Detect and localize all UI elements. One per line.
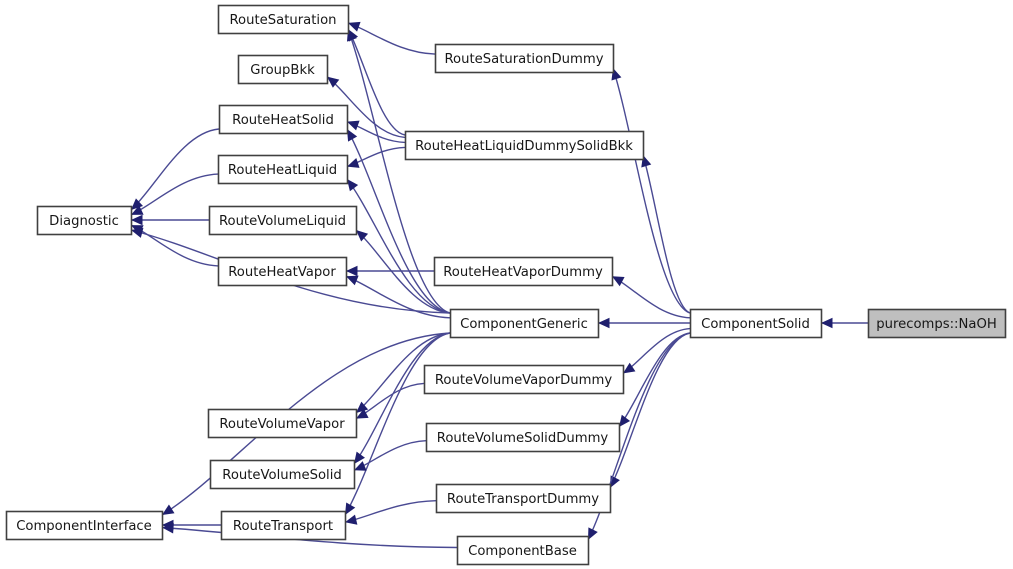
node-label: RouteHeatLiquid xyxy=(228,163,337,178)
node-box-rect xyxy=(449,308,600,339)
node-label: RouteHeatVapor xyxy=(228,265,336,280)
edge-ComponentSolid-to-RouteHeatVaporDummy xyxy=(611,275,691,319)
node-routevolumeliquid[interactable]: RouteVolumeLiquid xyxy=(208,205,358,236)
edge-ComponentSolid-to-RouteHeatLiquidDummySolidBkk xyxy=(641,154,691,314)
node-box-rect xyxy=(867,308,1007,339)
edge-RouteVolumeVaporDummy-to-RouteVolumeVapor xyxy=(355,382,425,420)
edge-layer xyxy=(130,21,868,549)
node-routevolumevapor[interactable]: RouteVolumeVapor xyxy=(207,408,358,439)
edge-RouteHeatLiquidDummySolidBkk-to-GroupBkk xyxy=(326,76,406,139)
edge-ComponentGeneric-to-ComponentInterface xyxy=(161,332,451,516)
node-label: RouteHeatLiquidDummySolidBkk xyxy=(415,139,633,154)
node-routesaturation[interactable]: RouteSaturation xyxy=(217,4,350,35)
node-routeheatliquid[interactable]: RouteHeatLiquid xyxy=(217,154,349,185)
node-box-rect xyxy=(218,104,349,135)
edge-ComponentGeneric-to-RouteSaturation xyxy=(346,28,451,314)
node-label: ComponentInterface xyxy=(16,519,152,534)
node-label: RouteTransport xyxy=(233,519,333,534)
node-box-rect xyxy=(689,308,823,339)
node-box-rect xyxy=(404,130,645,161)
node-label: ComponentBase xyxy=(468,544,577,559)
node-routeheatvapordummy[interactable]: RouteHeatVaporDummy xyxy=(433,256,614,287)
edge-ComponentSolid-to-RouteSaturationDummy xyxy=(611,67,691,314)
edge-ComponentSolid-to-RouteVolumeVaporDummy xyxy=(622,327,691,374)
edge-ComponentGeneric-to-RouteVolumeVapor xyxy=(355,332,451,414)
node-label: RouteVolumeVapor xyxy=(219,417,345,432)
node-componentgeneric[interactable]: ComponentGeneric xyxy=(449,308,600,339)
edge-RouteHeatSolid-to-Diagnostic xyxy=(130,128,220,211)
node-label: RouteVolumeVaporDummy xyxy=(435,373,612,388)
node-label: RouteVolumeLiquid xyxy=(219,214,346,229)
node-routeheatsolid[interactable]: RouteHeatSolid xyxy=(218,104,349,135)
node-label: RouteSaturation xyxy=(229,13,336,28)
edge-ComponentSolid-to-ComponentGeneric xyxy=(598,317,690,329)
node-layer: RouteSaturationRouteSaturationDummyGroup… xyxy=(5,4,1007,566)
edge-ComponentGeneric-to-RouteHeatLiquid xyxy=(346,178,451,314)
node-purecomps-naoh[interactable]: purecomps::NaOH xyxy=(867,308,1007,339)
node-box-rect xyxy=(217,256,348,287)
node-routeheatliquiddummysolidbkk[interactable]: RouteHeatLiquidDummySolidBkk xyxy=(404,130,645,161)
node-componentinterface[interactable]: ComponentInterface xyxy=(5,510,164,541)
node-routetransportdummy[interactable]: RouteTransportDummy xyxy=(435,483,612,514)
node-label: ComponentGeneric xyxy=(460,317,588,332)
node-box-rect xyxy=(434,43,615,74)
edge-ComponentGeneric-to-RouteTransport xyxy=(344,332,451,516)
node-groupbkk[interactable]: GroupBkk xyxy=(237,54,329,85)
node-routeheatvapor[interactable]: RouteHeatVapor xyxy=(217,256,348,287)
node-routevolumesoliddummy[interactable]: RouteVolumeSolidDummy xyxy=(425,422,621,453)
node-box-rect xyxy=(217,4,350,35)
node-label: GroupBkk xyxy=(250,63,315,78)
node-label: ComponentSolid xyxy=(701,317,810,332)
node-label: RouteSaturationDummy xyxy=(444,52,603,67)
edge-RouteHeatLiquid-to-Diagnostic xyxy=(130,173,219,216)
node-box-rect xyxy=(220,510,347,541)
edge-purecomps::NaOH-to-ComponentSolid xyxy=(821,317,868,329)
edge-RouteSaturationDummy-to-RouteSaturation xyxy=(347,21,436,55)
edge-RouteHeatLiquidDummySolidBkk-to-RouteHeatLiquid xyxy=(346,146,406,168)
edge-ComponentSolid-to-RouteVolumeSolidDummy xyxy=(618,332,691,428)
node-box-rect xyxy=(433,256,614,287)
node-box-rect xyxy=(217,154,349,185)
node-label: RouteVolumeSolidDummy xyxy=(437,431,609,446)
edge-RouteHeatLiquidDummySolidBkk-to-RouteHeatSolid xyxy=(346,120,406,144)
edge-RouteTransportDummy-to-RouteTransport xyxy=(344,500,437,525)
node-label: Diagnostic xyxy=(49,214,119,229)
node-routetransport[interactable]: RouteTransport xyxy=(220,510,347,541)
node-routevolumevapordummy[interactable]: RouteVolumeVaporDummy xyxy=(423,364,625,395)
node-box-rect xyxy=(208,205,358,236)
node-routesaturationdummy[interactable]: RouteSaturationDummy xyxy=(434,43,615,74)
node-box-rect xyxy=(209,459,356,490)
node-label: purecomps::NaOH xyxy=(876,317,997,332)
edge-ComponentGeneric-to-RouteHeatVapor xyxy=(345,275,451,319)
edge-ComponentSolid-to-ComponentBase xyxy=(587,332,691,541)
edge-RouteHeatVaporDummy-to-RouteHeatVapor xyxy=(346,265,434,277)
node-box-rect xyxy=(435,483,612,514)
node-diagnostic[interactable]: Diagnostic xyxy=(36,205,133,236)
node-routevolumesolid[interactable]: RouteVolumeSolid xyxy=(209,459,356,490)
node-componentbase[interactable]: ComponentBase xyxy=(456,535,590,566)
node-label: RouteHeatSolid xyxy=(232,113,334,128)
node-box-rect xyxy=(425,422,621,453)
node-box-rect xyxy=(237,54,329,85)
node-label: RouteTransportDummy xyxy=(447,492,599,507)
node-label: RouteVolumeSolid xyxy=(222,468,341,483)
edge-ComponentSolid-to-RouteTransportDummy xyxy=(609,332,691,489)
node-box-rect xyxy=(456,535,590,566)
edge-RouteHeatVapor-to-Diagnostic xyxy=(130,224,219,267)
edge-ComponentGeneric-to-RouteVolumeLiquid xyxy=(355,229,451,314)
edge-ComponentGeneric-to-RouteHeatSolid xyxy=(346,128,451,314)
node-label: RouteHeatVaporDummy xyxy=(443,265,603,280)
node-box-rect xyxy=(36,205,133,236)
edge-RouteVolumeSolidDummy-to-RouteVolumeSolid xyxy=(353,440,427,471)
edge-RouteVolumeLiquid-to-Diagnostic xyxy=(131,214,209,226)
node-componentsolid[interactable]: ComponentSolid xyxy=(689,308,823,339)
node-box-rect xyxy=(207,408,358,439)
node-box-rect xyxy=(5,510,164,541)
node-box-rect xyxy=(423,364,625,395)
